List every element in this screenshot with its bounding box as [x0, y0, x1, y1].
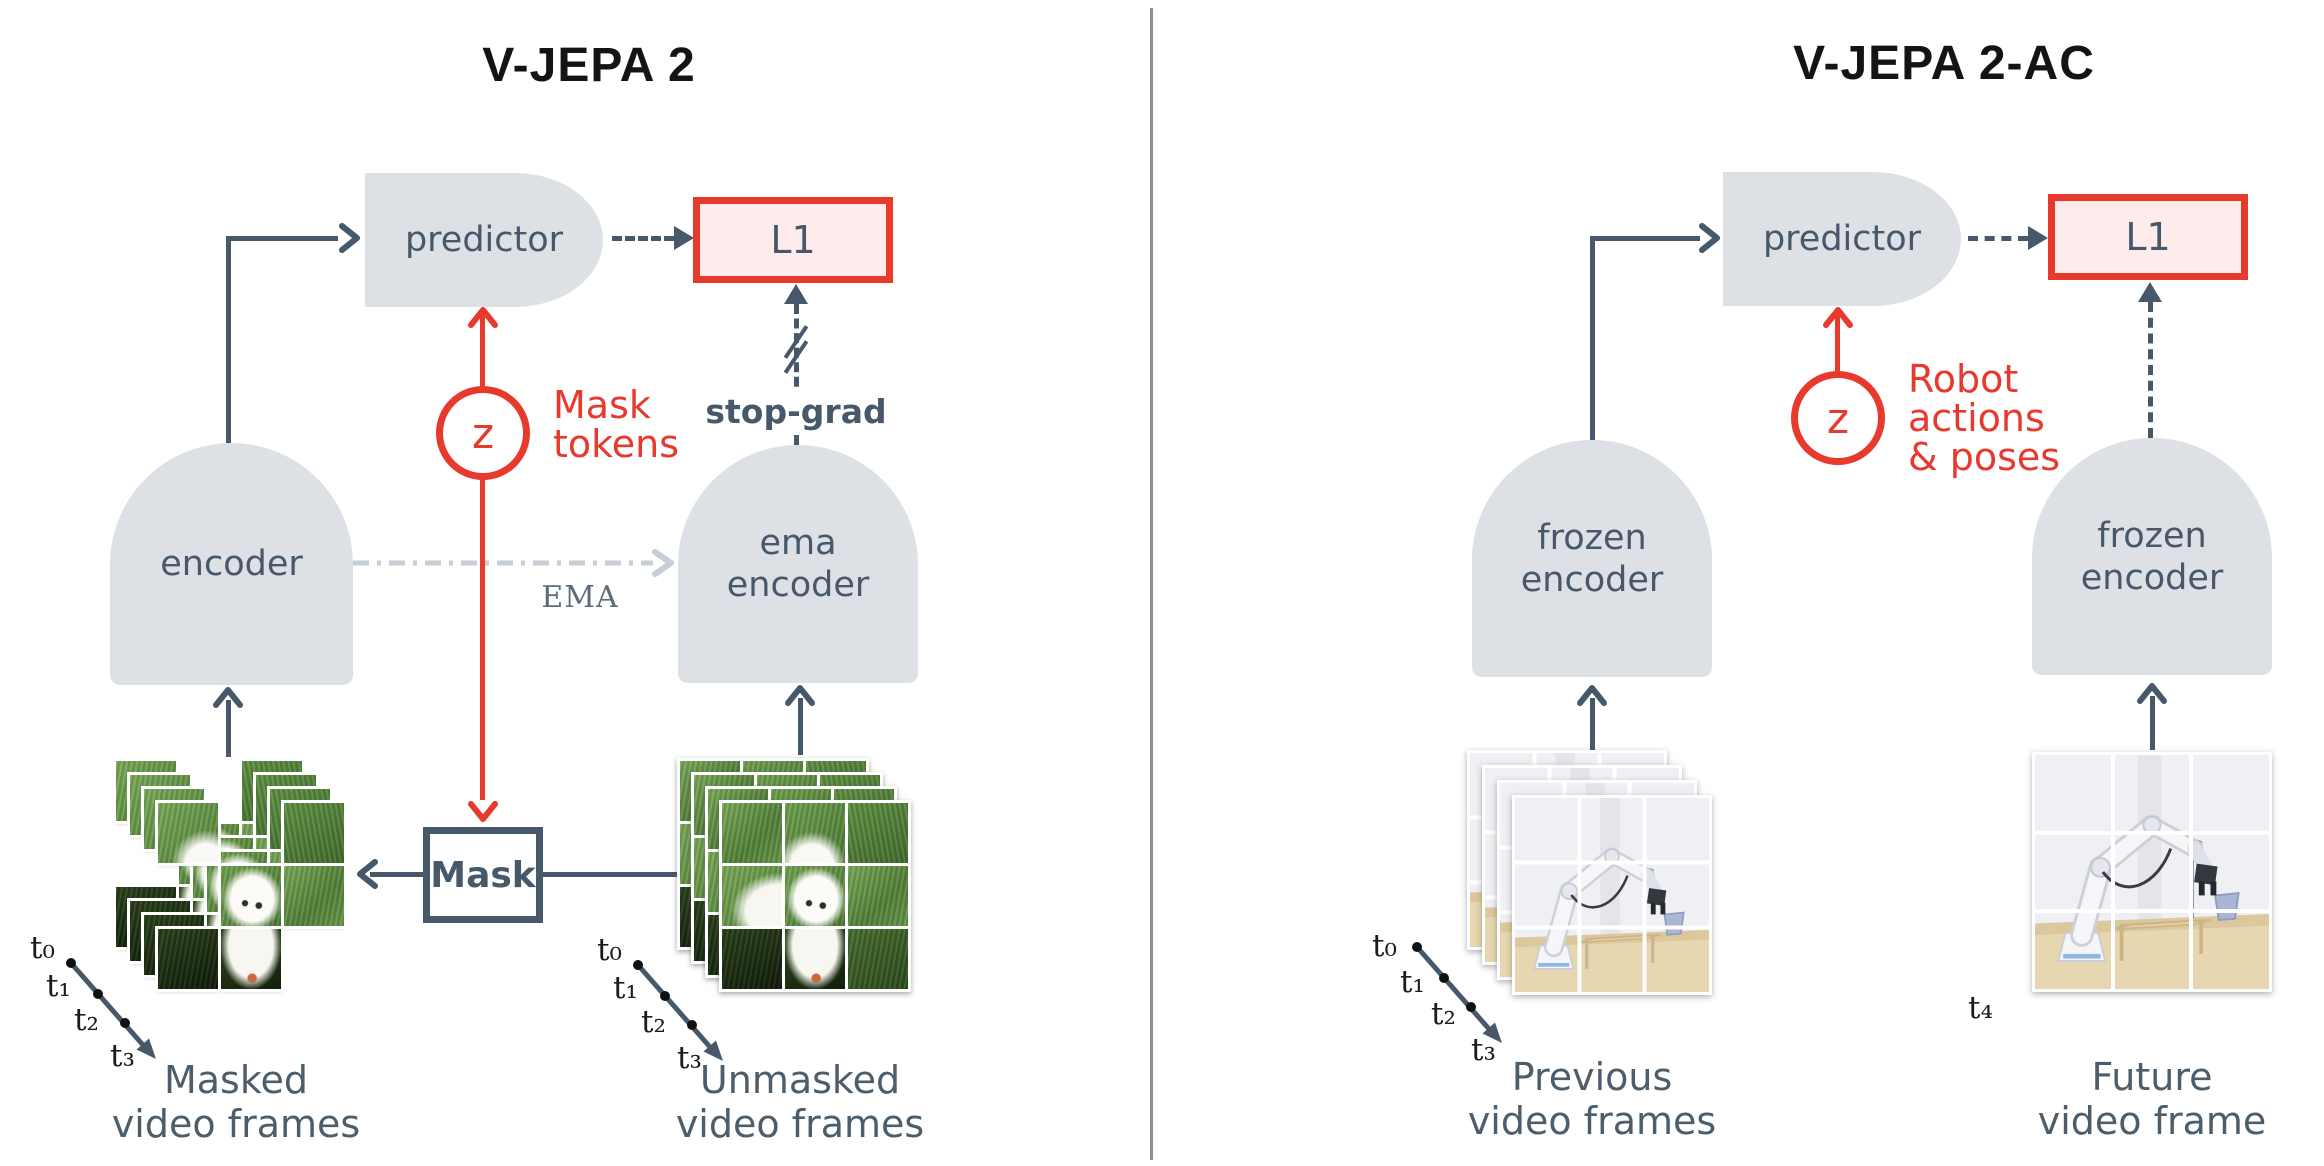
stop-grad-dashed-line [794, 304, 799, 445]
encoder-to-predictor-line-vertical [1590, 240, 1595, 442]
future-frame-caption: Future video frame [2037, 1055, 2267, 1143]
mask-tokens-label: Mask tokens [553, 383, 680, 466]
time-label-t3: t₃ [1471, 1032, 1496, 1068]
frozen-encoder-label: frozen encoder [2080, 515, 2224, 598]
l1-label: L1 [2125, 215, 2171, 259]
arrowhead-up-into-ema-encoder-icon [785, 685, 815, 706]
time-label-t3: t₃ [677, 1040, 702, 1076]
arrowhead-left-into-masked-frames-icon [357, 859, 378, 889]
predictor-label: predictor [404, 220, 564, 260]
time-axis-previous [1412, 942, 1502, 1043]
z-to-predictor-red-line [480, 314, 485, 388]
panel-title-vjepa2-ac: V-JEPA 2-AC [1793, 37, 2095, 90]
time-label-t0: t₀ [1372, 928, 1397, 964]
time-axis-masked [66, 958, 156, 1059]
time-label-t1: t₁ [613, 970, 638, 1006]
arrowhead-up-into-frozen-encoder-icon [1577, 685, 1607, 706]
stop-grad-label: stop-grad [701, 390, 891, 433]
time-label-t0: t₀ [597, 932, 622, 968]
arrowhead-up-into-l1-icon [2138, 282, 2162, 302]
encoder-node: encoder [110, 443, 353, 685]
z-latent-circle: z [436, 386, 530, 480]
l1-loss-box: L1 [693, 197, 893, 283]
z-to-mask-red-line [480, 480, 485, 800]
time-label-t4: t₄ [1968, 990, 1993, 1026]
masked-video-frames-stack [113, 758, 353, 998]
time-label-t2: t₂ [74, 1002, 99, 1038]
panel-divider [1150, 8, 1153, 1160]
predictor-label: predictor [1762, 219, 1922, 259]
future-video-frame [2032, 752, 2272, 992]
frozen-encoder-node-left: frozen encoder [1472, 440, 1712, 677]
arrowhead-into-l1-icon [2028, 226, 2048, 250]
time-label-t1: t₁ [1400, 964, 1425, 1000]
z-label: z [471, 408, 495, 458]
arrowhead-into-predictor-icon [339, 223, 360, 253]
red-arrowhead-down-into-mask-icon [468, 801, 498, 822]
ema-arrow [353, 549, 674, 577]
arrowhead-into-l1-icon [674, 226, 694, 250]
arrowhead-into-predictor-icon [1699, 223, 1720, 253]
predictor-to-l1-dashed-line [1968, 236, 2028, 241]
frame-to-frozen-encoder-line [2150, 696, 2155, 750]
arrowhead-up-into-frozen-encoder-icon [2137, 683, 2167, 704]
frozen-encoder-node-right: frozen encoder [2032, 438, 2272, 675]
l1-label: L1 [770, 218, 816, 262]
encoder-to-l1-dashed-line [2148, 302, 2153, 438]
robot-actions-label: Robot actions & poses [1908, 357, 2061, 479]
l1-loss-box: L1 [2048, 194, 2248, 280]
unmasked-frames-caption: Unmasked video frames [675, 1058, 925, 1146]
previous-frames-caption: Previous video frames [1467, 1055, 1717, 1143]
predictor-to-l1-dashed-line [612, 236, 674, 241]
ema-encoder-label: ema encoder [726, 523, 870, 605]
encoder-to-predictor-line-vertical [226, 240, 231, 445]
time-label-t1: t₁ [46, 968, 71, 1004]
unmasked-frames-to-mask-line [543, 872, 679, 877]
robot-frame-front [1512, 795, 1712, 995]
predictor-node: predictor [365, 173, 603, 307]
mask-to-masked-frames-line [370, 872, 423, 877]
z-label: z [1826, 393, 1850, 443]
z-action-circle: z [1791, 371, 1885, 465]
masked-frame-front [155, 800, 347, 992]
frames-to-ema-encoder-line [798, 698, 803, 755]
mask-operation-box: Mask [423, 827, 543, 923]
time-label-t2: t₂ [641, 1004, 666, 1040]
frames-to-frozen-encoder-line [1590, 698, 1595, 750]
unmasked-frame-front [719, 800, 911, 992]
arrowhead-up-into-encoder-icon [213, 687, 243, 708]
time-label-t3: t₃ [110, 1038, 135, 1074]
mask-box-label: Mask [430, 854, 536, 896]
frames-to-encoder-line [226, 700, 231, 757]
time-label-t2: t₂ [1431, 996, 1456, 1032]
encoder-label: encoder [160, 544, 303, 584]
red-arrowhead-up-into-predictor-icon [1823, 307, 1853, 328]
frozen-encoder-label: frozen encoder [1520, 517, 1664, 600]
z-to-predictor-red-line [1835, 314, 1840, 372]
time-label-t0: t₀ [30, 930, 55, 966]
encoder-to-predictor-line-horizontal [226, 236, 338, 241]
predictor-node: predictor [1723, 172, 1961, 306]
unmasked-video-frames-stack [677, 758, 917, 998]
red-arrowhead-up-into-predictor-icon [468, 307, 498, 328]
panel-title-vjepa2: V-JEPA 2 [482, 39, 696, 92]
time-axis-unmasked [633, 960, 723, 1061]
ema-label: EMA [541, 580, 619, 615]
encoder-to-predictor-line-horizontal [1590, 236, 1700, 241]
ema-encoder-node: ema encoder [678, 445, 918, 683]
masked-frames-caption: Masked video frames [111, 1058, 361, 1146]
arrowhead-up-into-l1-icon [784, 284, 808, 304]
